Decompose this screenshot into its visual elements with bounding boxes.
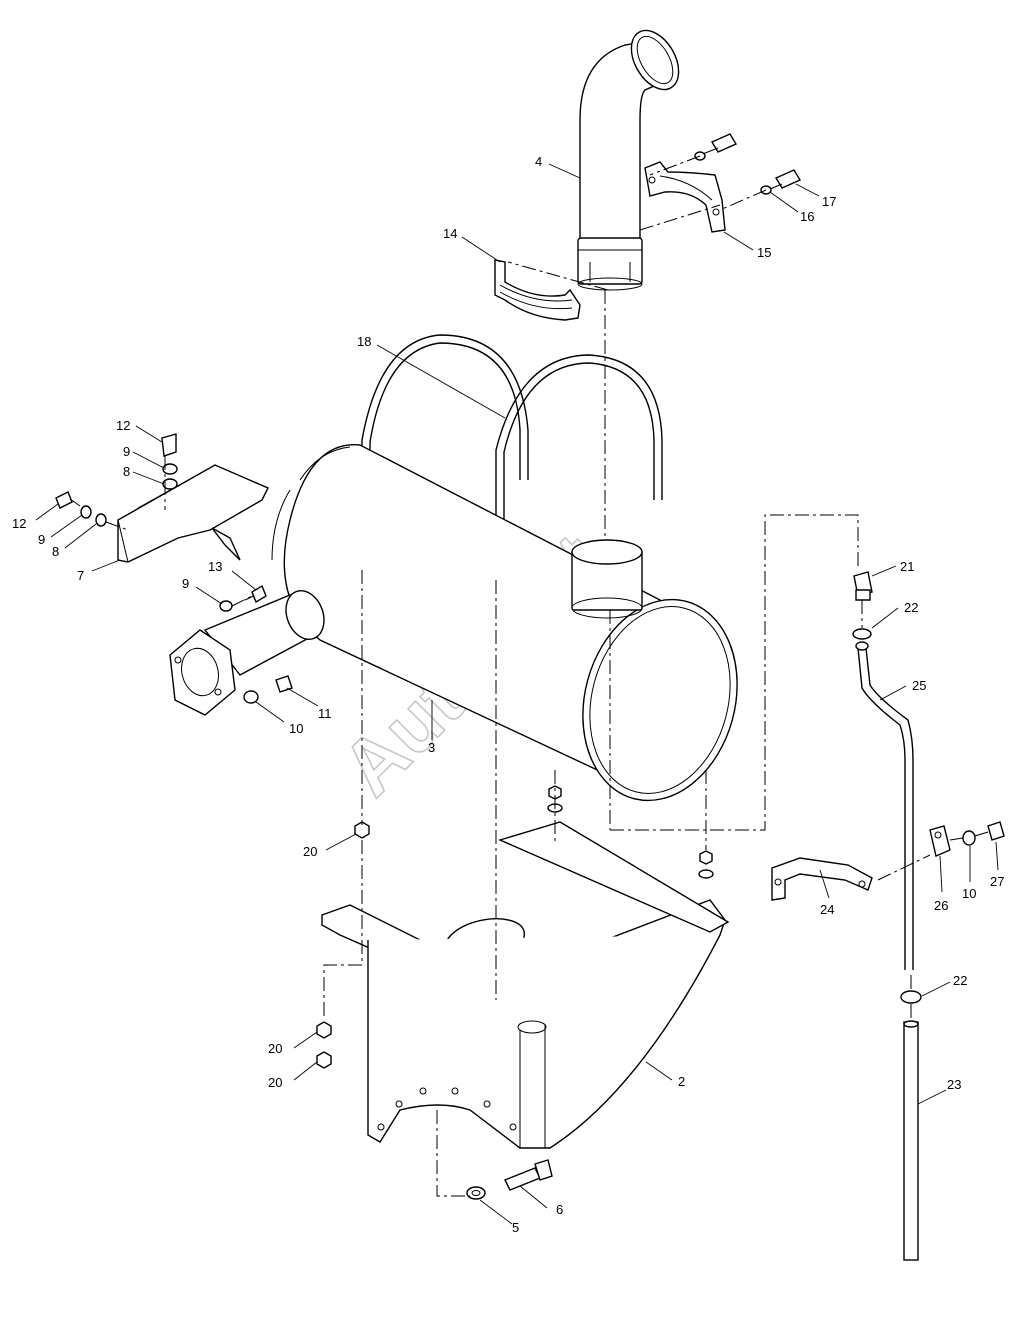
callout-22a: 22	[904, 600, 918, 615]
o-ring-22-part	[852, 628, 872, 640]
callout-11: 11	[318, 706, 332, 721]
muffler-body-part	[271, 444, 738, 802]
o-ring-22b-part	[900, 990, 922, 1004]
callout-4: 4	[535, 154, 542, 169]
clamp-14-part	[494, 259, 581, 321]
callout-14: 14	[443, 226, 457, 241]
callout-22b: 22	[953, 973, 967, 988]
callout-16: 16	[800, 209, 814, 224]
callout-9c: 9	[182, 576, 189, 591]
callout-8a: 8	[123, 464, 130, 479]
bracket-7-part	[55, 433, 293, 704]
callout-23: 23	[947, 1077, 961, 1092]
assembly-centerlines	[105, 204, 989, 1197]
callout-18: 18	[357, 334, 371, 349]
callout-24: 24	[820, 902, 834, 917]
clamp-15-part	[644, 161, 726, 233]
nut-20-part	[316, 785, 714, 1069]
callout-20a: 20	[303, 844, 317, 859]
callout-26: 26	[934, 898, 948, 913]
bolt-27-part	[987, 821, 1005, 841]
callout-labels: 2 3 4 5 6 7 8 8 9 9 9 10 10 11 12 12 13 …	[12, 154, 1004, 1235]
callout-10a: 10	[289, 721, 303, 736]
callout-25: 25	[912, 678, 926, 693]
pipe-25-part	[855, 641, 914, 970]
callout-12a: 12	[116, 418, 130, 433]
callout-13: 13	[208, 559, 222, 574]
callout-7: 7	[77, 568, 84, 583]
exhaust-stack-part	[577, 29, 680, 291]
u-bolt-18-part	[361, 334, 663, 575]
bolt-6-part	[466, 1159, 553, 1200]
callout-5: 5	[512, 1220, 519, 1235]
fitting-21-part	[853, 571, 873, 601]
inlet-flange-part	[169, 590, 325, 716]
tube-23-part	[903, 1020, 919, 1261]
callout-2: 2	[678, 1074, 685, 1089]
clip-26-part	[929, 825, 951, 857]
callout-20b: 20	[268, 1041, 282, 1056]
callout-21: 21	[900, 559, 914, 574]
callout-27: 27	[990, 874, 1004, 889]
callout-10b: 10	[962, 886, 976, 901]
callout-9b: 9	[38, 532, 45, 547]
leader-lines	[35, 163, 999, 1225]
callout-20c: 20	[268, 1075, 282, 1090]
support-2-part	[321, 821, 730, 1149]
bracket-24-part	[771, 857, 873, 901]
washer-10b-part	[962, 830, 976, 846]
callout-9a: 9	[123, 444, 130, 459]
callout-17: 17	[822, 194, 836, 209]
callout-15: 15	[757, 245, 771, 260]
callout-12b: 12	[12, 516, 26, 531]
callout-8b: 8	[52, 544, 59, 559]
callout-6: 6	[556, 1202, 563, 1217]
callout-3: 3	[428, 740, 435, 755]
